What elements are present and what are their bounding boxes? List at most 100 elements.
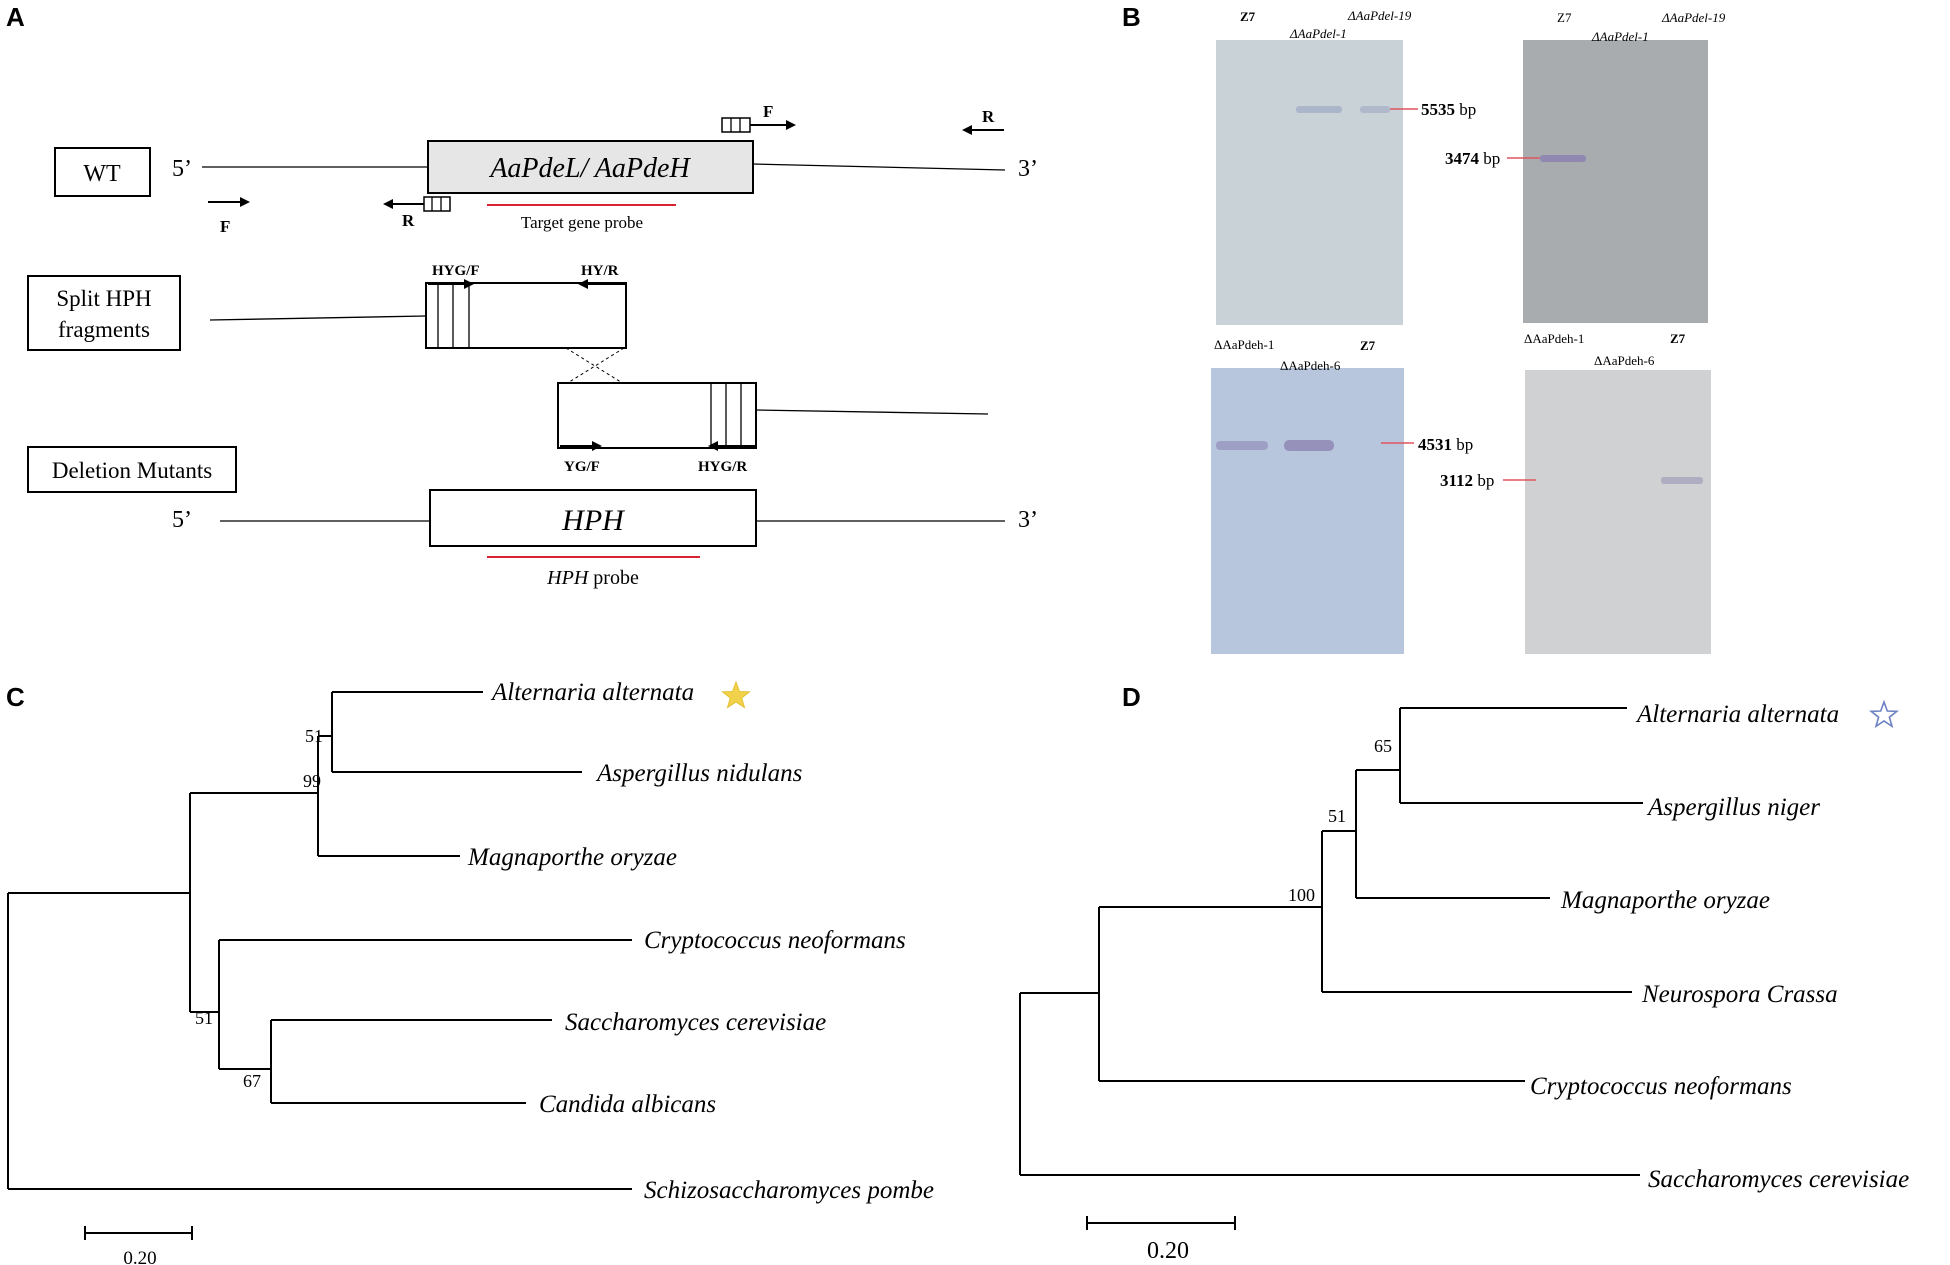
tree-d-taxon-magnaporthe: Magnaporthe oryzae [1560, 887, 1770, 914]
blot2-size-label: 3474 bp [1445, 149, 1500, 168]
split-left-line [209, 315, 427, 321]
blot3-lane3: Z7 [1360, 338, 1376, 353]
blot1-unit: bp [1459, 100, 1476, 119]
tree-d-branches [1019, 707, 1643, 1176]
tree-d-taxon-aspergillus: Aspergillus niger [1646, 794, 1820, 821]
tree-c-scale-bar [84, 1226, 193, 1240]
mutant-three-prime: 3’ [1018, 507, 1038, 533]
tree-c-bootstrap-51-lower: 51 [195, 1008, 213, 1028]
tree-c-branches [7, 691, 632, 1190]
wt-right-flank [752, 163, 1006, 171]
tree-d-taxon-cryptococcus: Cryptococcus neoformans [1530, 1073, 1792, 1100]
blot4-size-label: 3112 bp [1440, 471, 1494, 490]
panel-letter-b: B [1122, 2, 1141, 32]
hph-box-label: HPH [561, 504, 626, 537]
blot1-size: 5535 [1421, 100, 1455, 119]
tree-d-taxon-alternaria: Alternaria alternata [1635, 701, 1839, 728]
split-hph-label-line1: Split HPH [56, 286, 151, 311]
primer-hygr-label: HYG/R [698, 459, 747, 475]
primer-r-upper-label: R [982, 107, 995, 126]
tree-c-taxon-saccharomyces: Saccharomyces cerevisiae [565, 1009, 826, 1036]
blot1-size-label: 5535 bp [1421, 100, 1476, 119]
tree-c-taxon-alternaria: Alternaria alternata [490, 679, 694, 706]
southern-blot-2: Z7 ΔAaPdel-1 ΔAaPdel-19 3474 bp [1445, 10, 1726, 323]
blot-band-3a [1216, 441, 1268, 450]
southern-blot-1: Z7 ΔAaPdel-1 ΔAaPdel-19 5535 bp [1216, 8, 1476, 325]
hph-fragment-1 [425, 282, 627, 349]
blot1-lane3: ΔAaPdel-19 [1347, 8, 1412, 23]
star-icon [721, 680, 751, 709]
southern-blot-4: ΔAaPdeh-1 ΔAaPdeh-6 Z7 3112 bp [1440, 331, 1711, 654]
tree-d-scale-label: 0.20 [1147, 1238, 1189, 1264]
panel-letter-c: C [6, 682, 25, 712]
tree-c-taxon-candida: Candida albicans [539, 1091, 716, 1118]
blot-membrane-1 [1216, 40, 1403, 325]
hph-probe-label-italic: HPH [546, 567, 590, 589]
tree-c-bootstrap-99: 99 [303, 771, 321, 791]
crossover-lines [565, 347, 625, 385]
blot-band-2 [1540, 155, 1586, 162]
blot-band-1a [1296, 106, 1342, 113]
split-right-line [755, 409, 989, 415]
panel-a: A WT 5’ AaPdeL/ AaPdeH 3’ F F [6, 2, 1038, 589]
primer-hygf-label: HYG/F [432, 263, 480, 279]
blot4-lane1: ΔAaPdeh-1 [1524, 331, 1584, 346]
tree-d-taxon-neurospora: Neurospora Crassa [1641, 981, 1838, 1008]
wt-gene-box [427, 140, 754, 194]
blot3-size: 4531 [1418, 435, 1452, 454]
hph-fragment-2 [557, 382, 757, 449]
tree-c-bootstrap-51-upper: 51 [305, 726, 323, 746]
tree-c-taxon-cryptococcus: Cryptococcus neoformans [644, 927, 906, 954]
tree-c-bootstrap-67: 67 [243, 1071, 261, 1091]
star-icon [1868, 699, 1900, 729]
blot-band-1b [1360, 106, 1390, 113]
tree-d-taxon-saccharomyces: Saccharomyces cerevisiae [1648, 1166, 1909, 1193]
blot1-lane1: Z7 [1240, 9, 1256, 24]
split-hph-label-line2: fragments [58, 317, 150, 342]
hph-probe-label-rest: probe [588, 567, 639, 589]
wt-label-box [54, 147, 151, 197]
blot-band-3b [1284, 440, 1334, 451]
primer-r-lower [383, 196, 451, 212]
blot2-lane3: ΔAaPdel-19 [1661, 10, 1726, 25]
blot-membrane-4 [1525, 370, 1711, 654]
split-hph-label-box [27, 275, 181, 351]
blot1-lane2: ΔAaPdel-1 [1289, 26, 1347, 41]
panel-d: D 65 51 100 Alternaria alternat [1019, 682, 1909, 1264]
blot3-unit: bp [1456, 435, 1473, 454]
hph-probe-label: HPH probe [546, 567, 639, 589]
tree-d-bootstrap-65: 65 [1374, 736, 1392, 756]
mutant-five-prime: 5’ [172, 507, 192, 533]
deletion-mutants-label: Deletion Mutants [52, 458, 212, 483]
tree-c-taxon-schizosaccharomyces: Schizosaccharomyces pombe [644, 1177, 934, 1204]
blot3-lane1: ΔAaPdeh-1 [1214, 337, 1274, 352]
wt-label: WT [83, 161, 121, 187]
blot2-size: 3474 [1445, 149, 1480, 168]
panel-letter-a: A [6, 2, 25, 32]
southern-blot-3: ΔAaPdeh-1 ΔAaPdeh-6 Z7 4531 bp [1211, 337, 1473, 654]
blot3-size-label: 4531 bp [1418, 435, 1473, 454]
primer-f-lower [208, 197, 250, 207]
blot4-lane3: Z7 [1670, 331, 1686, 346]
panel-letter-d: D [1122, 682, 1141, 712]
blot4-lane2: ΔAaPdeh-6 [1594, 353, 1655, 368]
primer-hygr-arrow [708, 441, 755, 451]
blot-membrane-2 [1523, 40, 1708, 323]
panel-c: C 99 51 [6, 679, 934, 1265]
wt-three-prime: 3’ [1018, 156, 1038, 182]
tree-d-bootstrap-100: 100 [1288, 885, 1315, 905]
blot2-lane2: ΔAaPdel-1 [1591, 29, 1649, 44]
blot2-lane1: Z7 [1557, 10, 1572, 25]
target-probe-label: Target gene probe [521, 213, 643, 232]
deletion-mutants-label-box [27, 446, 237, 493]
tree-d-bootstrap-51: 51 [1328, 806, 1346, 826]
primer-f-upper-label: F [763, 102, 773, 121]
hph-box [429, 489, 757, 547]
tree-c-scale-label: 0.20 [123, 1248, 156, 1265]
primer-r-upper [962, 125, 1004, 135]
primer-r-lower-label: R [402, 211, 415, 230]
primer-hygf-arrow [428, 279, 474, 289]
panel-b: B Z7 ΔAaPdel-1 ΔAaPdel-19 5535 bp Z7 ΔAa… [1122, 2, 1726, 654]
primer-ygf-label: YG/F [564, 459, 600, 475]
